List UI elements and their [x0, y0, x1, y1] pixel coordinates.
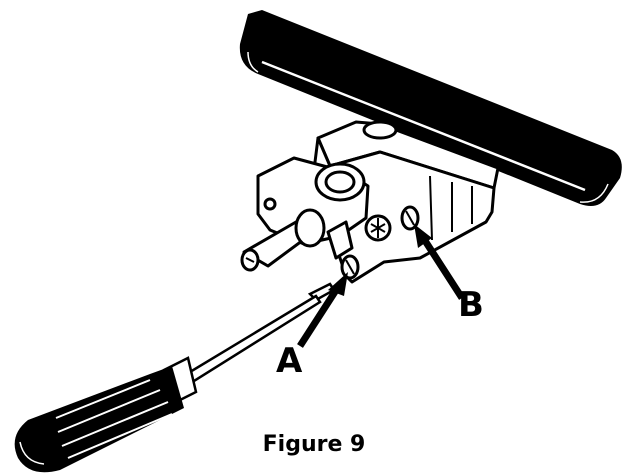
screw-b — [400, 205, 420, 231]
callout-a: A — [276, 341, 303, 381]
arrow-a — [297, 272, 348, 348]
figure-caption: Figure 9 — [262, 432, 366, 457]
screwdriver — [14, 282, 336, 473]
screw-a — [340, 254, 360, 280]
callout-b: B — [458, 285, 484, 325]
arrow-b — [414, 224, 465, 300]
burner-rail — [239, 10, 622, 206]
